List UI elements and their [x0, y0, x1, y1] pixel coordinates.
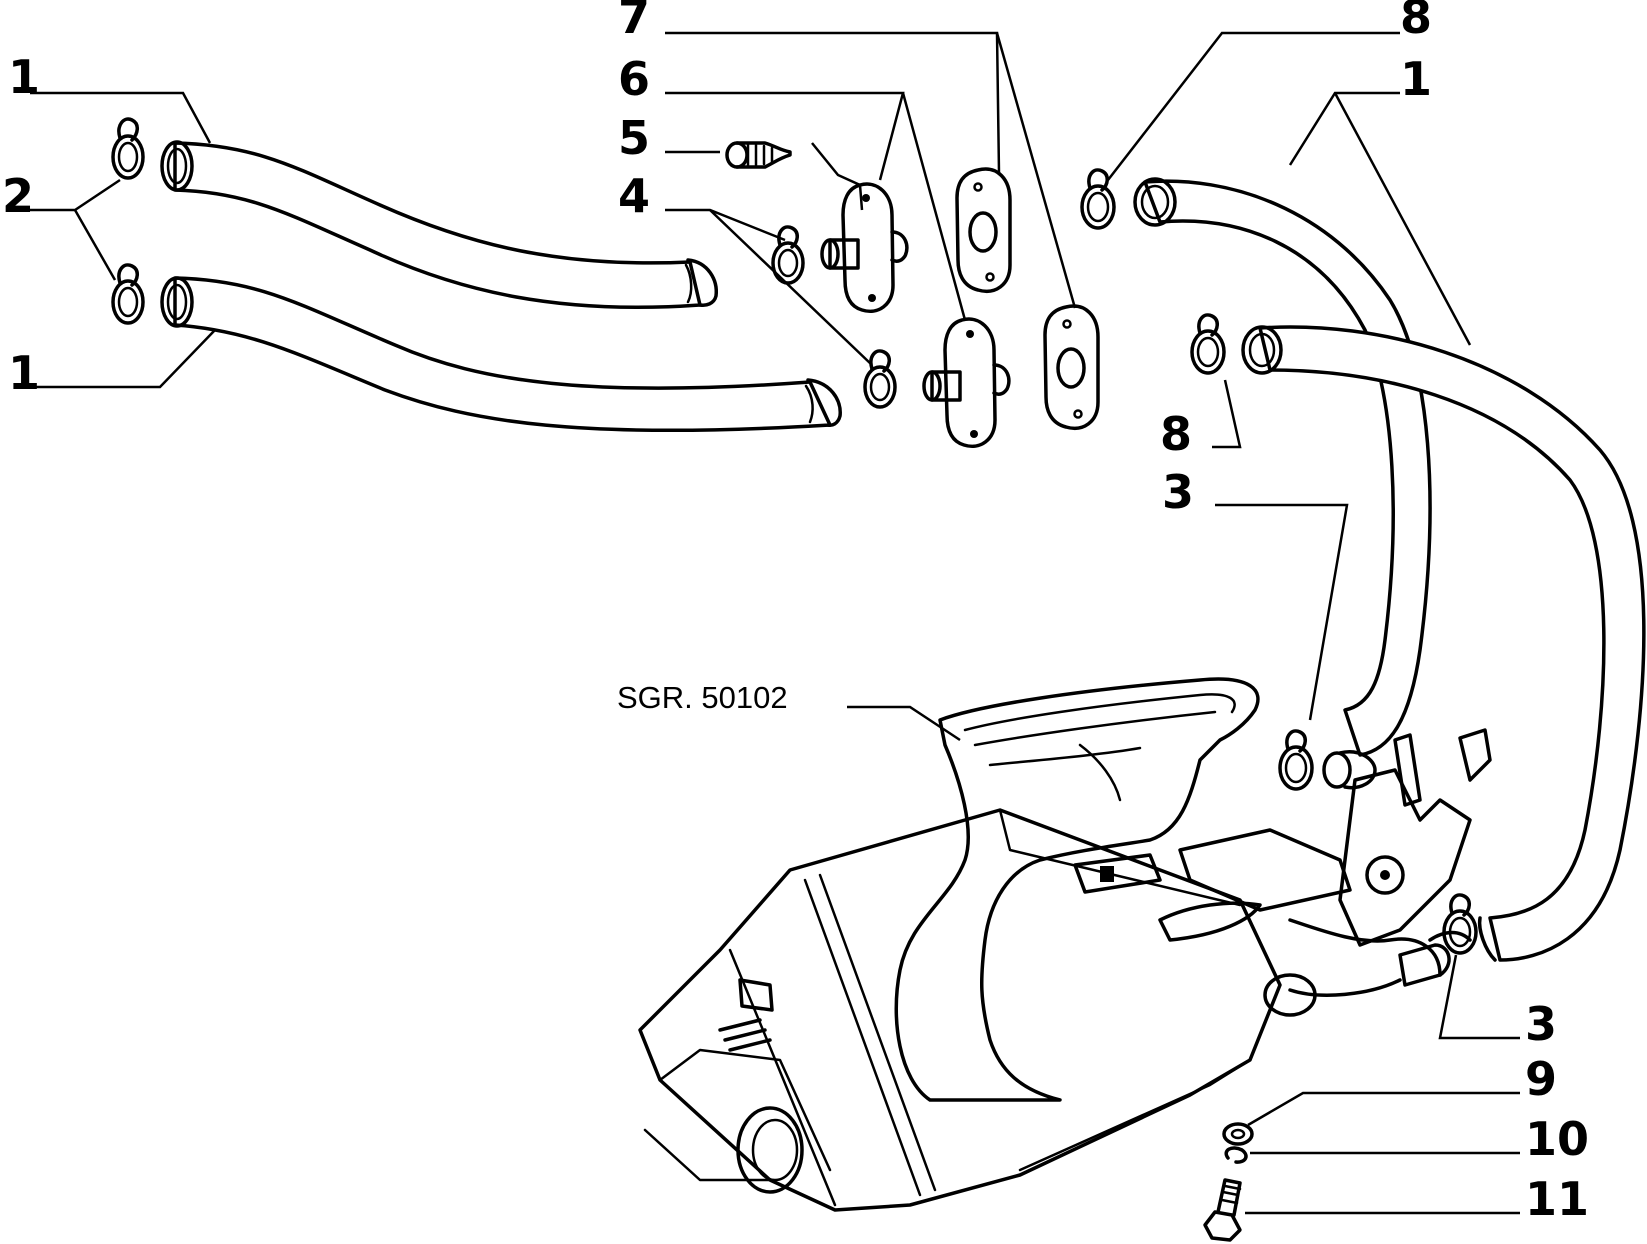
callout-8-top: 8 — [1400, 0, 1432, 44]
callout-3-upper: 3 — [1162, 465, 1194, 519]
hose-clamp-upper-left — [111, 117, 145, 180]
callout-11: 11 — [1525, 1172, 1589, 1226]
callout-10: 10 — [1525, 1112, 1589, 1166]
reference-label: SGR. 50102 — [617, 680, 788, 715]
callout-5: 5 — [618, 111, 650, 165]
gasket-lower — [1043, 304, 1100, 430]
callout-1-right: 1 — [1400, 52, 1432, 106]
callout-6: 6 — [618, 52, 650, 106]
callout-7: 7 — [618, 0, 650, 44]
flange-fitting-upper — [820, 182, 909, 313]
callout-9: 9 — [1525, 1052, 1557, 1106]
hose-lower-left — [160, 276, 842, 433]
flange-fitting-lower — [922, 317, 1011, 448]
spring-washer-item-10 — [1224, 1146, 1248, 1164]
hose-clamp-lower-left — [111, 263, 145, 325]
clamp-item-8-lower — [1190, 313, 1226, 375]
clamp-item-8-upper — [1080, 168, 1116, 230]
heater-unit-housing — [638, 677, 1492, 1212]
clamp-item-3-lower — [1442, 893, 1478, 955]
hose-upper-left — [160, 140, 718, 310]
hose-right-lower — [1241, 325, 1646, 962]
callout-2: 2 — [2, 169, 34, 223]
clamp-item-4-lower — [863, 349, 897, 409]
callout-3-lower: 3 — [1525, 997, 1557, 1051]
callout-1-bottom-left: 1 — [8, 346, 40, 400]
clamp-item-3-upper — [1278, 729, 1314, 791]
callout-1-top-left: 1 — [8, 50, 40, 104]
callout-8-mid: 8 — [1160, 407, 1192, 461]
washer-item-9 — [1222, 1122, 1254, 1146]
screw — [725, 141, 792, 169]
leader-lines — [30, 31, 1520, 1215]
gasket-upper — [955, 167, 1012, 293]
bolt-item-11 — [1203, 1178, 1242, 1242]
callout-4: 4 — [618, 169, 650, 223]
